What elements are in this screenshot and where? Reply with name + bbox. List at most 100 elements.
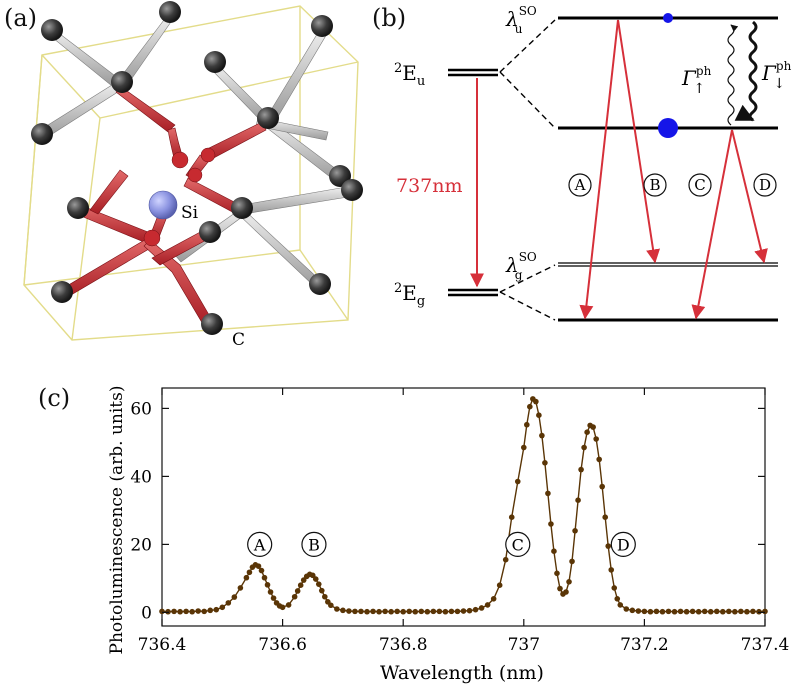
data-point	[608, 567, 615, 573]
data-point	[352, 608, 358, 615]
data-point	[533, 398, 539, 405]
red-nodes	[143, 147, 216, 247]
data-point	[514, 478, 521, 485]
data-point	[165, 608, 171, 615]
svg-text:B: B	[308, 535, 320, 554]
data-point	[744, 608, 750, 615]
level-label-2eu: 2Eu	[394, 61, 425, 89]
x-tick-label: 737.4	[741, 635, 790, 655]
data-point	[719, 608, 726, 615]
data-point	[596, 456, 602, 463]
peak-label-c: C	[505, 531, 531, 557]
svg-text:D: D	[617, 535, 630, 554]
crystal-structure-diagram: Si C	[23, 1, 363, 350]
data-point	[732, 608, 738, 615]
data-point	[237, 585, 244, 591]
panel-b-label: (b)	[372, 4, 407, 32]
data-point	[279, 604, 286, 611]
gamma-up-label: Γph↑	[681, 64, 712, 97]
data-point	[340, 607, 346, 614]
data-point	[294, 588, 301, 594]
atom-label-si: Si	[181, 203, 199, 223]
population-lower	[658, 118, 678, 138]
circled-label-d: D	[759, 176, 771, 194]
data-point	[665, 608, 672, 615]
data-point	[472, 606, 479, 613]
svg-text:C: C	[512, 535, 524, 554]
data-point	[430, 608, 437, 615]
data-point	[677, 608, 684, 615]
data-point	[635, 608, 642, 614]
data-point	[726, 608, 732, 615]
data-point	[750, 608, 756, 615]
gamma-down-label: Γph↓	[761, 59, 792, 92]
data-point	[683, 608, 690, 615]
circled-label-c: C	[694, 176, 705, 194]
data-point	[707, 608, 714, 615]
data-point	[297, 582, 304, 588]
peak-label-d: D	[610, 531, 636, 557]
data-point	[328, 602, 334, 609]
data-point	[536, 412, 542, 418]
data-point	[713, 608, 720, 615]
data-point	[346, 608, 352, 614]
panel-a-label: (a)	[4, 4, 38, 32]
y-axis-label: Photoluminescence (arb. units)	[107, 386, 127, 655]
data-point	[629, 607, 636, 614]
level-label-2eg: 2Eg	[394, 281, 425, 309]
data-point	[177, 608, 183, 615]
data-point	[593, 436, 599, 442]
data-point	[611, 585, 618, 591]
data-point	[418, 608, 425, 615]
data-point	[521, 444, 527, 451]
data-point	[478, 605, 485, 611]
x-axis-label: Wavelength (nm)	[380, 662, 544, 684]
data-point	[756, 608, 762, 615]
data-point	[246, 569, 253, 576]
data-point	[484, 602, 491, 608]
data-point	[201, 608, 208, 615]
data-point	[578, 466, 584, 473]
data-point	[701, 608, 708, 615]
data-point	[285, 602, 292, 608]
data-point	[614, 596, 621, 602]
data-point	[496, 582, 503, 588]
data-point	[542, 460, 548, 466]
transition-a	[579, 19, 619, 320]
circled-label-b: B	[649, 176, 660, 194]
data-point	[566, 579, 572, 585]
data-point	[539, 432, 545, 439]
data-point	[647, 608, 654, 615]
phonon-up-arrow	[727, 24, 739, 126]
data-point	[490, 596, 497, 602]
data-point	[424, 608, 431, 615]
data-point	[315, 581, 322, 587]
data-point	[183, 608, 189, 615]
data-point	[370, 608, 376, 615]
peak-label-b: B	[301, 531, 327, 557]
silicon-atom	[148, 190, 178, 220]
data-point	[376, 608, 382, 615]
data-point	[382, 608, 388, 615]
data-point	[502, 556, 509, 563]
data-point	[412, 608, 419, 615]
data-point	[318, 587, 325, 594]
data-point	[388, 608, 394, 615]
transition-c	[691, 129, 733, 320]
data-point	[599, 483, 605, 490]
data-point	[590, 424, 596, 430]
data-point	[563, 589, 569, 595]
transition-d	[731, 129, 768, 264]
data-point	[442, 608, 449, 615]
data-point	[623, 606, 630, 612]
data-point	[762, 608, 768, 615]
x-tick-label: 736.6	[258, 635, 307, 655]
svg-text:A: A	[253, 535, 266, 554]
data-point	[569, 558, 575, 565]
data-point	[231, 594, 238, 600]
data-point	[406, 608, 413, 615]
data-point	[159, 608, 165, 615]
data-point	[225, 600, 232, 606]
